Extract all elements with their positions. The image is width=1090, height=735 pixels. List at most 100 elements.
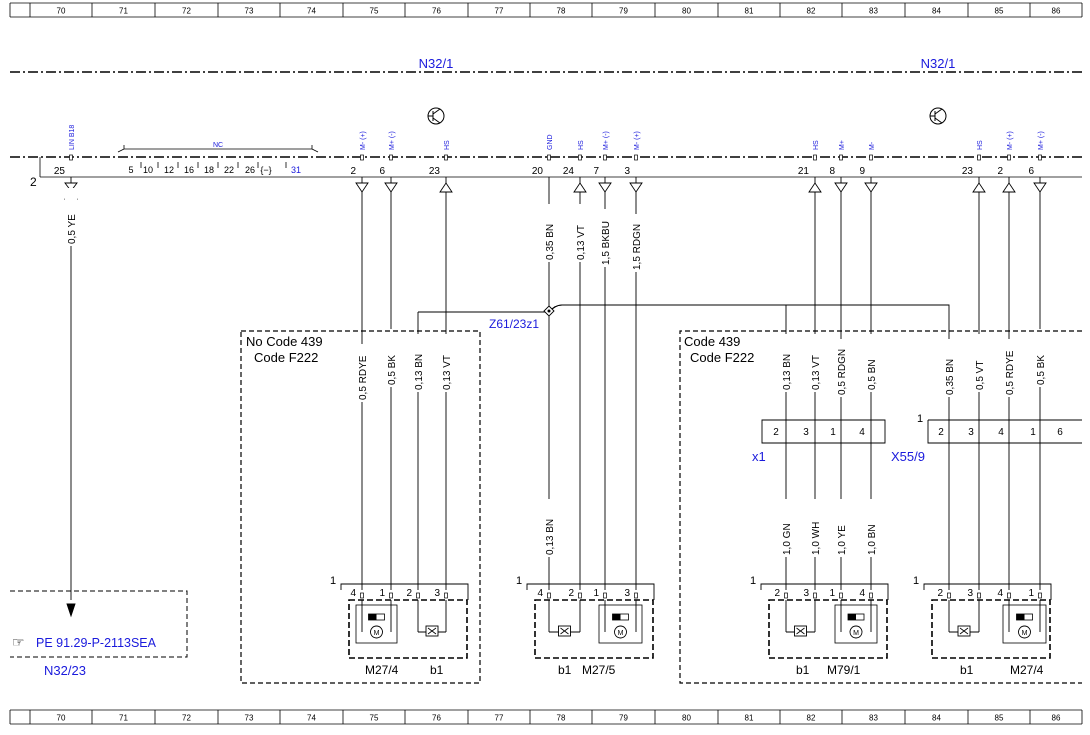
x1-pin: 1 xyxy=(830,427,836,438)
condition-box-right-code: Code 439 xyxy=(684,334,740,349)
ruler-number: 79 xyxy=(619,7,628,16)
ruler-number: 86 xyxy=(1052,714,1061,723)
x55-pin: 1 xyxy=(1030,427,1036,438)
ruler-number: 73 xyxy=(245,714,254,723)
component-pin: 3 xyxy=(624,588,630,599)
connector-x55-marker: 1 xyxy=(917,413,923,425)
component-pin: 1 xyxy=(829,588,835,599)
pin-signal: HS xyxy=(444,140,451,150)
connector-x55-9 xyxy=(927,419,1082,444)
wire-label: 0,5 VT xyxy=(975,361,986,390)
component-pin: 4 xyxy=(537,588,543,599)
motor-icon xyxy=(849,625,863,639)
wire-label: 0,13 VT xyxy=(442,355,453,390)
nc-pin: 18 xyxy=(204,165,214,175)
component-name: M27/4 xyxy=(1010,663,1044,677)
component-pin: 3 xyxy=(803,588,809,599)
ruler-number: 86 xyxy=(1052,7,1061,16)
nc-pin: 5 xyxy=(128,165,133,175)
wire-label: 1,0 YE xyxy=(837,525,848,555)
ruler-number: 81 xyxy=(745,7,754,16)
pin-signal: M+ (-) xyxy=(1038,131,1045,150)
pin-number: 7 xyxy=(593,166,599,177)
component-pin: 3 xyxy=(967,588,973,599)
ruler-number: 82 xyxy=(807,7,816,16)
pin-number: 23 xyxy=(962,166,974,177)
component-sub: b1 xyxy=(960,663,974,677)
condition-box-right xyxy=(679,330,1082,684)
nc-pins: 5 10 12 16 18 22 26 {−} 31 xyxy=(128,165,301,175)
x1-pin: 2 xyxy=(773,427,779,438)
svg-text:M: M xyxy=(1022,630,1028,637)
splice-point xyxy=(543,305,555,317)
ruler-number: 82 xyxy=(807,714,816,723)
pin-number: 20 xyxy=(532,166,544,177)
transistor-icon xyxy=(929,107,947,125)
wire-label: 0,5 RDYE xyxy=(358,355,369,400)
ruler-number: 81 xyxy=(745,714,754,723)
component-pin: 2 xyxy=(406,588,412,599)
module-lines xyxy=(10,71,1082,178)
wire-label: 0,13 VT xyxy=(576,225,587,260)
svg-text:M: M xyxy=(618,630,624,637)
module-label-right: N32/1 xyxy=(921,56,956,71)
condition-box-right-variant: Code F222 xyxy=(690,350,754,365)
wire-label: 0,5 YE xyxy=(67,214,78,244)
wire-label: 0,5 RDYE xyxy=(1005,350,1016,395)
x1-pin: 4 xyxy=(859,427,865,438)
ruler-number: 74 xyxy=(307,714,316,723)
nc-pin: 12 xyxy=(164,165,174,175)
reference-link[interactable]: PE 91.29-P-2113SEA xyxy=(36,636,157,650)
component-sub: b1 xyxy=(430,663,444,677)
ruler-number: 73 xyxy=(245,7,254,16)
wire-label: 0,5 RDGN xyxy=(837,349,848,395)
wire-label: 0,35 BN xyxy=(545,224,556,260)
nc-pin: 10 xyxy=(143,165,153,175)
component-marker: 1 xyxy=(516,575,522,587)
ruler-number: 74 xyxy=(307,7,316,16)
pin-signal: M+ (-) xyxy=(603,131,610,150)
ruler-number: 85 xyxy=(995,7,1004,16)
condition-box-left-variant: Code F222 xyxy=(254,350,318,365)
pin-number: 25 xyxy=(54,166,66,177)
ruler-number: 71 xyxy=(119,7,128,16)
component-pin: 3 xyxy=(434,588,440,599)
pin-signal: M- xyxy=(869,141,876,150)
connector-x55-label: X55/9 xyxy=(891,449,925,464)
ruler-number: 78 xyxy=(557,7,566,16)
component-marker: 1 xyxy=(913,575,919,587)
pin-number: 6 xyxy=(379,166,385,177)
wire-label: 1,5 BKBU xyxy=(601,221,612,265)
ruler-number: 83 xyxy=(869,714,878,723)
pin-number: 3 xyxy=(624,166,630,177)
x55-pin: 2 xyxy=(938,427,944,438)
pin-signal: LIN B18 xyxy=(69,125,76,150)
component-marker: 1 xyxy=(330,575,336,587)
pin-signal: HS xyxy=(578,140,585,150)
component-marker: 1 xyxy=(750,575,756,587)
motor-icon xyxy=(370,625,383,639)
reference-box xyxy=(10,590,188,658)
wire-label: 0,13 BN xyxy=(414,354,425,390)
component-pin: 2 xyxy=(774,588,780,599)
connector-x1-pins: 2 3 1 4 xyxy=(773,427,865,438)
pointing-hand-icon[interactable]: ☞ xyxy=(12,634,25,650)
ruler-number: 76 xyxy=(432,714,441,723)
nc-pin: 22 xyxy=(224,165,234,175)
nc-ticks xyxy=(140,162,287,168)
ruler-number: 70 xyxy=(57,7,66,16)
ruler-number: 80 xyxy=(682,7,691,16)
component-name: M27/4 xyxy=(365,663,399,677)
component-sub: b1 xyxy=(796,663,810,677)
nc-bracket xyxy=(117,145,319,153)
component-pin: 2 xyxy=(937,588,943,599)
wire-label: 0,5 BK xyxy=(1036,355,1047,385)
component-pin: 1 xyxy=(379,588,385,599)
motor-icon xyxy=(614,625,627,639)
ruler-number: 75 xyxy=(370,714,379,723)
pin-signal: M+ xyxy=(839,140,846,150)
